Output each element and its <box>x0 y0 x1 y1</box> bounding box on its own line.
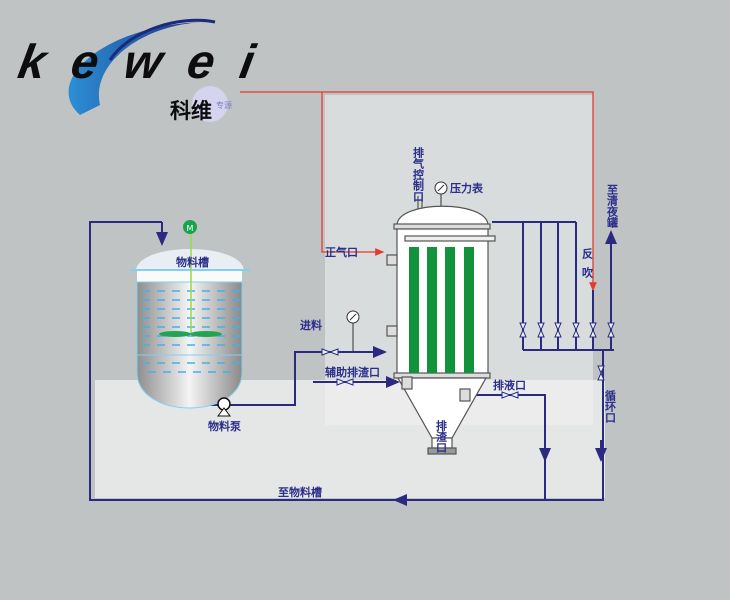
backblow-label: 反吹 <box>581 247 594 286</box>
pump-icon <box>217 397 231 417</box>
motor-icon <box>183 220 197 234</box>
circulation-label: 循环口 <box>604 389 617 424</box>
logo-small: 专源 <box>216 100 232 110</box>
aux-slag-label: 辅助排渣口 <box>325 365 380 379</box>
logo-text: kewei <box>14 35 260 89</box>
feed-tank: M <box>130 220 250 409</box>
vent-label: 排气控制口 <box>412 146 426 203</box>
to-tank-label: 至物料槽 <box>278 485 322 499</box>
pump-label: 物料泵 <box>208 419 241 433</box>
to-clear-tank-label: 至清夜罐 <box>606 184 620 229</box>
air-lines <box>240 91 597 292</box>
feed-label: 进料 <box>300 318 322 332</box>
kewei-logo: kewei 科维 专源 <box>14 18 260 123</box>
tank-label: 物料槽 <box>176 255 209 269</box>
filter-elements <box>409 247 474 373</box>
drain-label: 排液口 <box>493 378 526 392</box>
logo-chinese: 科维 <box>170 99 212 123</box>
slag-outlet-label: 排渣口 <box>435 419 448 454</box>
pressure-gauge-icon <box>346 181 448 352</box>
motor-label: M <box>187 224 194 233</box>
positive-air-label: 正气口 <box>325 245 358 259</box>
pressure-gauge-label: 压力表 <box>450 181 484 195</box>
